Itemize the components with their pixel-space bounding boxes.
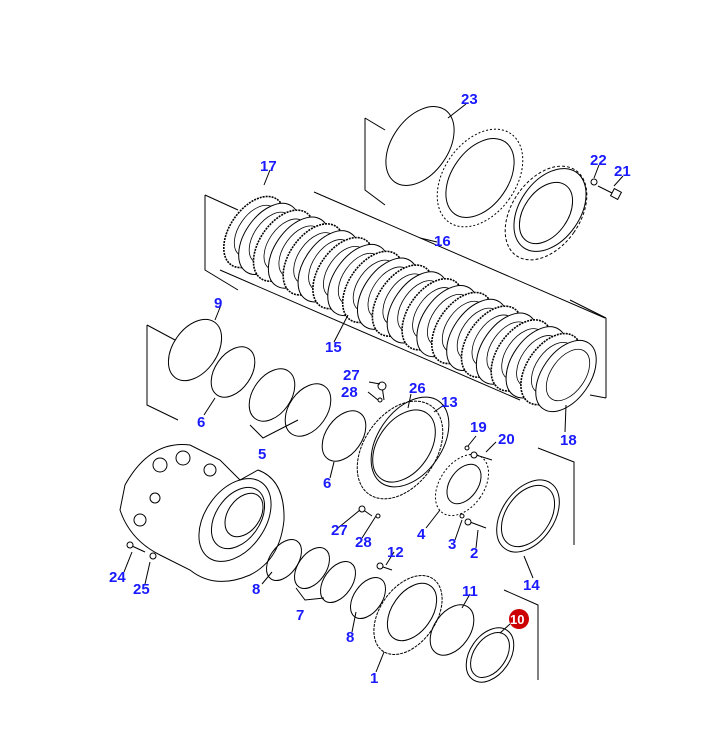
label-5: 5	[258, 446, 266, 463]
label-28-bottom: 28	[355, 534, 372, 551]
label-11: 11	[462, 583, 478, 600]
label-3: 3	[448, 536, 456, 553]
label-8-right: 8	[346, 629, 354, 646]
piston-1	[373, 575, 443, 655]
highlight-badge-10[interactable]: 10	[509, 609, 529, 629]
label-1: 1	[370, 670, 378, 687]
label-10: 10	[510, 612, 524, 627]
label-19: 19	[470, 419, 487, 436]
bolt-12	[376, 562, 393, 571]
spring-hub-4	[434, 453, 490, 517]
washer-28-bottom	[375, 513, 381, 519]
seal-ring-10	[465, 627, 515, 683]
seal-ring-7a	[294, 547, 330, 589]
highlight-circle	[509, 609, 529, 629]
bolt-20	[470, 451, 493, 461]
label-2: 2	[470, 545, 478, 562]
pin-19	[464, 445, 470, 451]
label-8-left: 8	[252, 581, 260, 598]
label-4: 4	[417, 526, 426, 543]
washer-25	[149, 552, 157, 560]
leader-lines	[123, 103, 624, 673]
housing-flange	[504, 165, 588, 261]
transmission-housing	[119, 444, 285, 582]
o-ring-6-right	[321, 410, 367, 462]
label-27-top: 27	[343, 367, 360, 384]
part-23-ring	[364, 106, 455, 206]
label-6-left: 6	[197, 414, 205, 431]
bolt-24	[126, 541, 146, 553]
label-18: 18	[560, 432, 577, 449]
clutch-disc-inner	[545, 348, 591, 402]
seal-ring-5b	[284, 383, 332, 437]
o-ring-11	[429, 604, 475, 656]
label-16: 16	[434, 233, 451, 250]
label-21: 21	[614, 163, 631, 180]
label-14: 14	[523, 577, 540, 594]
label-13: 13	[441, 394, 458, 411]
label-7: 7	[296, 607, 304, 624]
label-22: 22	[590, 152, 607, 169]
label-17: 17	[260, 158, 277, 175]
label-12: 12	[387, 544, 404, 561]
housing-ring	[436, 128, 524, 228]
label-15: 15	[325, 339, 342, 356]
seal-ring-7b	[320, 561, 356, 603]
label-23: 23	[461, 91, 478, 108]
label-27-bottom: 27	[331, 522, 348, 539]
label-6-right: 6	[323, 475, 331, 492]
seal-ring-5a	[248, 368, 296, 422]
washer-3	[459, 513, 465, 519]
bolt-27-top	[377, 381, 387, 401]
label-26: 26	[409, 380, 426, 397]
label-24: 24	[109, 569, 126, 586]
label-25: 25	[133, 581, 150, 598]
bolt-2	[464, 518, 487, 529]
plate-14	[496, 479, 560, 553]
callout-labels: 23 17 22 21 16 9 15 27 26 28 13 6 19 20 …	[109, 91, 631, 687]
o-ring-8-left	[266, 539, 302, 581]
o-ring-6-left	[210, 346, 256, 398]
bolt-21	[597, 185, 623, 201]
piston-13	[356, 396, 450, 500]
bolt-27-bottom	[358, 505, 373, 517]
label-28-top: 28	[341, 384, 358, 401]
clutch-disc	[535, 339, 597, 413]
seal-ring-9	[167, 318, 223, 382]
o-ring-8-right	[350, 577, 386, 619]
disc-stack	[222, 195, 597, 413]
label-20: 20	[498, 431, 515, 448]
washer-22	[590, 178, 598, 186]
washer-28-top	[377, 397, 383, 403]
label-9: 9	[214, 295, 222, 312]
